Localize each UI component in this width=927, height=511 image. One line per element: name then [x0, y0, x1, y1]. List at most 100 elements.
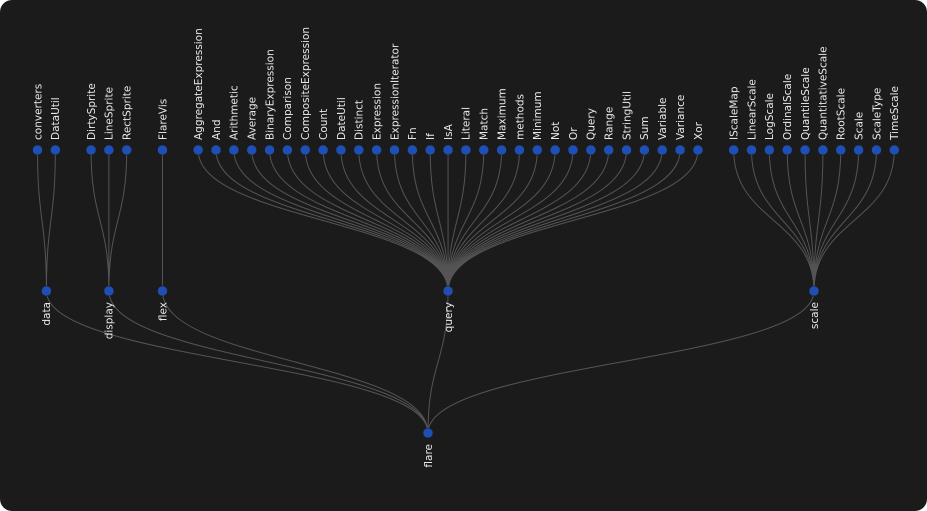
- link-query-maximum: [447, 149, 503, 292]
- label-minimum: Minimum: [532, 91, 544, 140]
- label-linearscale: LinearScale: [746, 79, 758, 140]
- link-query-aggregateexpression: [197, 149, 449, 292]
- node-binaryexpression[interactable]: [264, 144, 275, 156]
- node-dirtysprite[interactable]: [85, 144, 97, 156]
- label-quantilescale: QuantileScale: [800, 67, 812, 140]
- label-dirtysprite: DirtySprite: [86, 83, 98, 140]
- node-flarevis[interactable]: [157, 144, 168, 156]
- link-query-expression: [376, 149, 449, 292]
- node-not[interactable]: [549, 144, 561, 156]
- link-query-minimum: [447, 149, 538, 292]
- label-maximum: Maximum: [496, 88, 508, 140]
- link-query-sum: [447, 149, 645, 292]
- label-fn: Fn: [407, 127, 419, 140]
- node-variable[interactable]: [657, 144, 668, 156]
- node-or[interactable]: [567, 144, 579, 156]
- link-query-methods: [447, 149, 520, 292]
- node-query[interactable]: [442, 285, 454, 297]
- node-variance[interactable]: [674, 144, 686, 156]
- node-linearscale[interactable]: [746, 144, 757, 156]
- node-if[interactable]: [424, 144, 436, 156]
- node-query[interactable]: [585, 144, 597, 156]
- link-query-fn: [411, 149, 449, 292]
- node-count[interactable]: [317, 144, 329, 156]
- node-fn[interactable]: [407, 144, 418, 156]
- link-flare-flex: [161, 290, 429, 434]
- label-rectsprite: RectSprite: [122, 86, 134, 140]
- node-stringutil[interactable]: [621, 144, 632, 156]
- link-scale-ordinalscale: [786, 149, 815, 292]
- node-flare[interactable]: [422, 427, 434, 439]
- label-binaryexpression: BinaryExpression: [264, 49, 276, 140]
- node-flex[interactable]: [157, 285, 168, 297]
- node-isa[interactable]: [442, 144, 454, 156]
- label-ordinalscale: OrdinalScale: [782, 74, 794, 140]
- label-arithmetic: Arithmetic: [229, 85, 241, 140]
- node-methods[interactable]: [514, 144, 525, 156]
- node-quantilescale[interactable]: [799, 144, 811, 156]
- node-ordinalscale[interactable]: [781, 144, 793, 156]
- label-scaletype: ScaleType: [871, 88, 883, 140]
- link-flare-query: [427, 290, 449, 434]
- node-compositeexpression[interactable]: [300, 144, 311, 156]
- node-arithmetic[interactable]: [228, 144, 240, 156]
- node-rectsprite[interactable]: [121, 144, 132, 156]
- node-expression[interactable]: [371, 144, 382, 156]
- node-distinct[interactable]: [353, 144, 365, 156]
- node-aggregateexpression[interactable]: [192, 144, 204, 156]
- node-scaletype[interactable]: [871, 144, 882, 156]
- node-comparison[interactable]: [282, 144, 293, 156]
- node-and[interactable]: [210, 144, 222, 156]
- node-scale[interactable]: [808, 285, 820, 297]
- label-query: query: [443, 302, 455, 332]
- node-quantitativescale[interactable]: [817, 144, 829, 156]
- link-display-dirtysprite: [90, 149, 110, 292]
- node-datautil[interactable]: [50, 144, 61, 156]
- label-data: data: [41, 302, 53, 326]
- link-query-count: [322, 149, 449, 292]
- label-flarevis: FlareVis: [157, 99, 169, 140]
- label-timescale: TimeScale: [889, 86, 901, 141]
- node-range[interactable]: [603, 144, 614, 156]
- node-scale[interactable]: [853, 144, 864, 156]
- label-match: Match: [479, 108, 491, 140]
- link-scale-scale: [813, 149, 860, 292]
- node-linesprite[interactable]: [103, 144, 115, 156]
- node-minimum[interactable]: [532, 144, 543, 156]
- link-query-match: [447, 149, 485, 292]
- node-display[interactable]: [103, 285, 115, 297]
- link-data-datautil: [45, 149, 56, 292]
- node-converters[interactable]: [32, 144, 43, 156]
- node-timescale[interactable]: [889, 144, 900, 156]
- link-query-binaryexpression: [269, 149, 449, 292]
- link-scale-scaletype: [813, 149, 877, 292]
- label-if: If: [425, 133, 437, 140]
- node-literal[interactable]: [460, 144, 472, 156]
- node-iscalemap[interactable]: [728, 144, 739, 156]
- node-xor[interactable]: [692, 144, 704, 156]
- link-query-query: [447, 149, 592, 292]
- label-methods: methods: [514, 94, 526, 140]
- label-range: Range: [604, 107, 616, 140]
- label-iscalemap: IScaleMap: [728, 86, 740, 140]
- node-sum[interactable]: [639, 144, 650, 156]
- link-query-not: [447, 149, 556, 292]
- label-sum: Sum: [639, 116, 651, 140]
- node-match[interactable]: [478, 144, 489, 156]
- link-scale-rootscale: [813, 149, 842, 292]
- node-average[interactable]: [246, 144, 257, 156]
- label-compositeexpression: CompositeExpression: [300, 27, 312, 140]
- link-query-xor: [447, 149, 699, 292]
- node-rootscale[interactable]: [835, 144, 846, 156]
- node-dateutil[interactable]: [335, 144, 347, 156]
- node-maximum[interactable]: [496, 144, 507, 156]
- node-expressioniterator[interactable]: [389, 144, 400, 156]
- node-logscale[interactable]: [764, 144, 775, 156]
- label-query: Query: [586, 108, 598, 140]
- link-query-if: [429, 149, 449, 292]
- node-data[interactable]: [41, 285, 52, 297]
- label-dateutil: DateUtil: [336, 97, 348, 140]
- link-scale-quantitativescale: [813, 149, 824, 292]
